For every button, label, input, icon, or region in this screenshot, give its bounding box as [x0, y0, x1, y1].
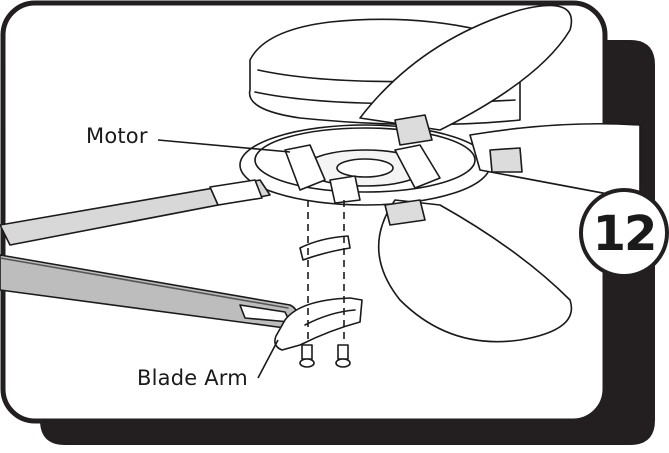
gasket [299, 235, 351, 261]
illustration [0, 4, 641, 368]
motor-leader-line [157, 139, 291, 153]
screw-right [335, 344, 351, 368]
screw-left [299, 344, 315, 368]
step-number: 12 [592, 206, 658, 262]
motor-label: Motor [86, 124, 148, 148]
blade-arm-leader-line [257, 339, 279, 379]
blade-left [0, 179, 271, 246]
blade-lower [377, 199, 573, 343]
blade-upper [359, 4, 573, 131]
blade-right [469, 122, 641, 201]
step-badge-circle [579, 188, 669, 278]
blade-arm-label: Blade Arm [137, 366, 248, 390]
